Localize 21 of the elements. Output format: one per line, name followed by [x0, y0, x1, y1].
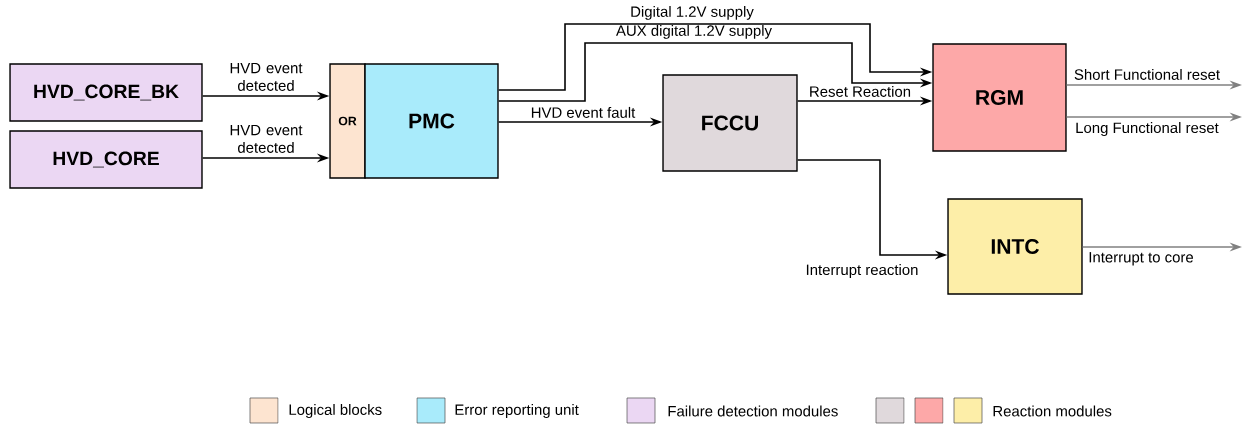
edge-label: Interrupt reaction — [806, 264, 918, 278]
edge-label: AUX digital 1.2V supply — [616, 24, 772, 39]
edge-label: HVD event detected — [230, 124, 303, 153]
edge-label: Short Functional reset — [1074, 68, 1220, 80]
edge-label: HVD event detected — [230, 62, 303, 91]
module-box: INTC — [947, 198, 1083, 295]
edge-label: Long Functional reset — [1076, 122, 1219, 136]
module-box: RGM — [932, 43, 1067, 152]
module-box: HVD_CORE — [9, 130, 203, 189]
module-box: FCCU — [662, 74, 798, 172]
logic-gate-box: OR — [329, 63, 366, 179]
edge-label: Interrupt to core — [1089, 252, 1193, 266]
module-box: HVD_CORE_BK — [9, 63, 203, 122]
edge-label: Digital 1.2V supply — [631, 5, 754, 20]
module-box: PMC — [364, 63, 499, 179]
legend-label: Reaction modules — [993, 405, 1112, 417]
legend-label: Logical blocks — [289, 404, 382, 418]
legend-label: Error reporting unit — [455, 404, 579, 418]
legend-label: Failure detection modules — [668, 405, 838, 417]
edge-label: Reset Reaction — [810, 85, 911, 97]
edge-label: HVD event fault — [531, 106, 636, 118]
